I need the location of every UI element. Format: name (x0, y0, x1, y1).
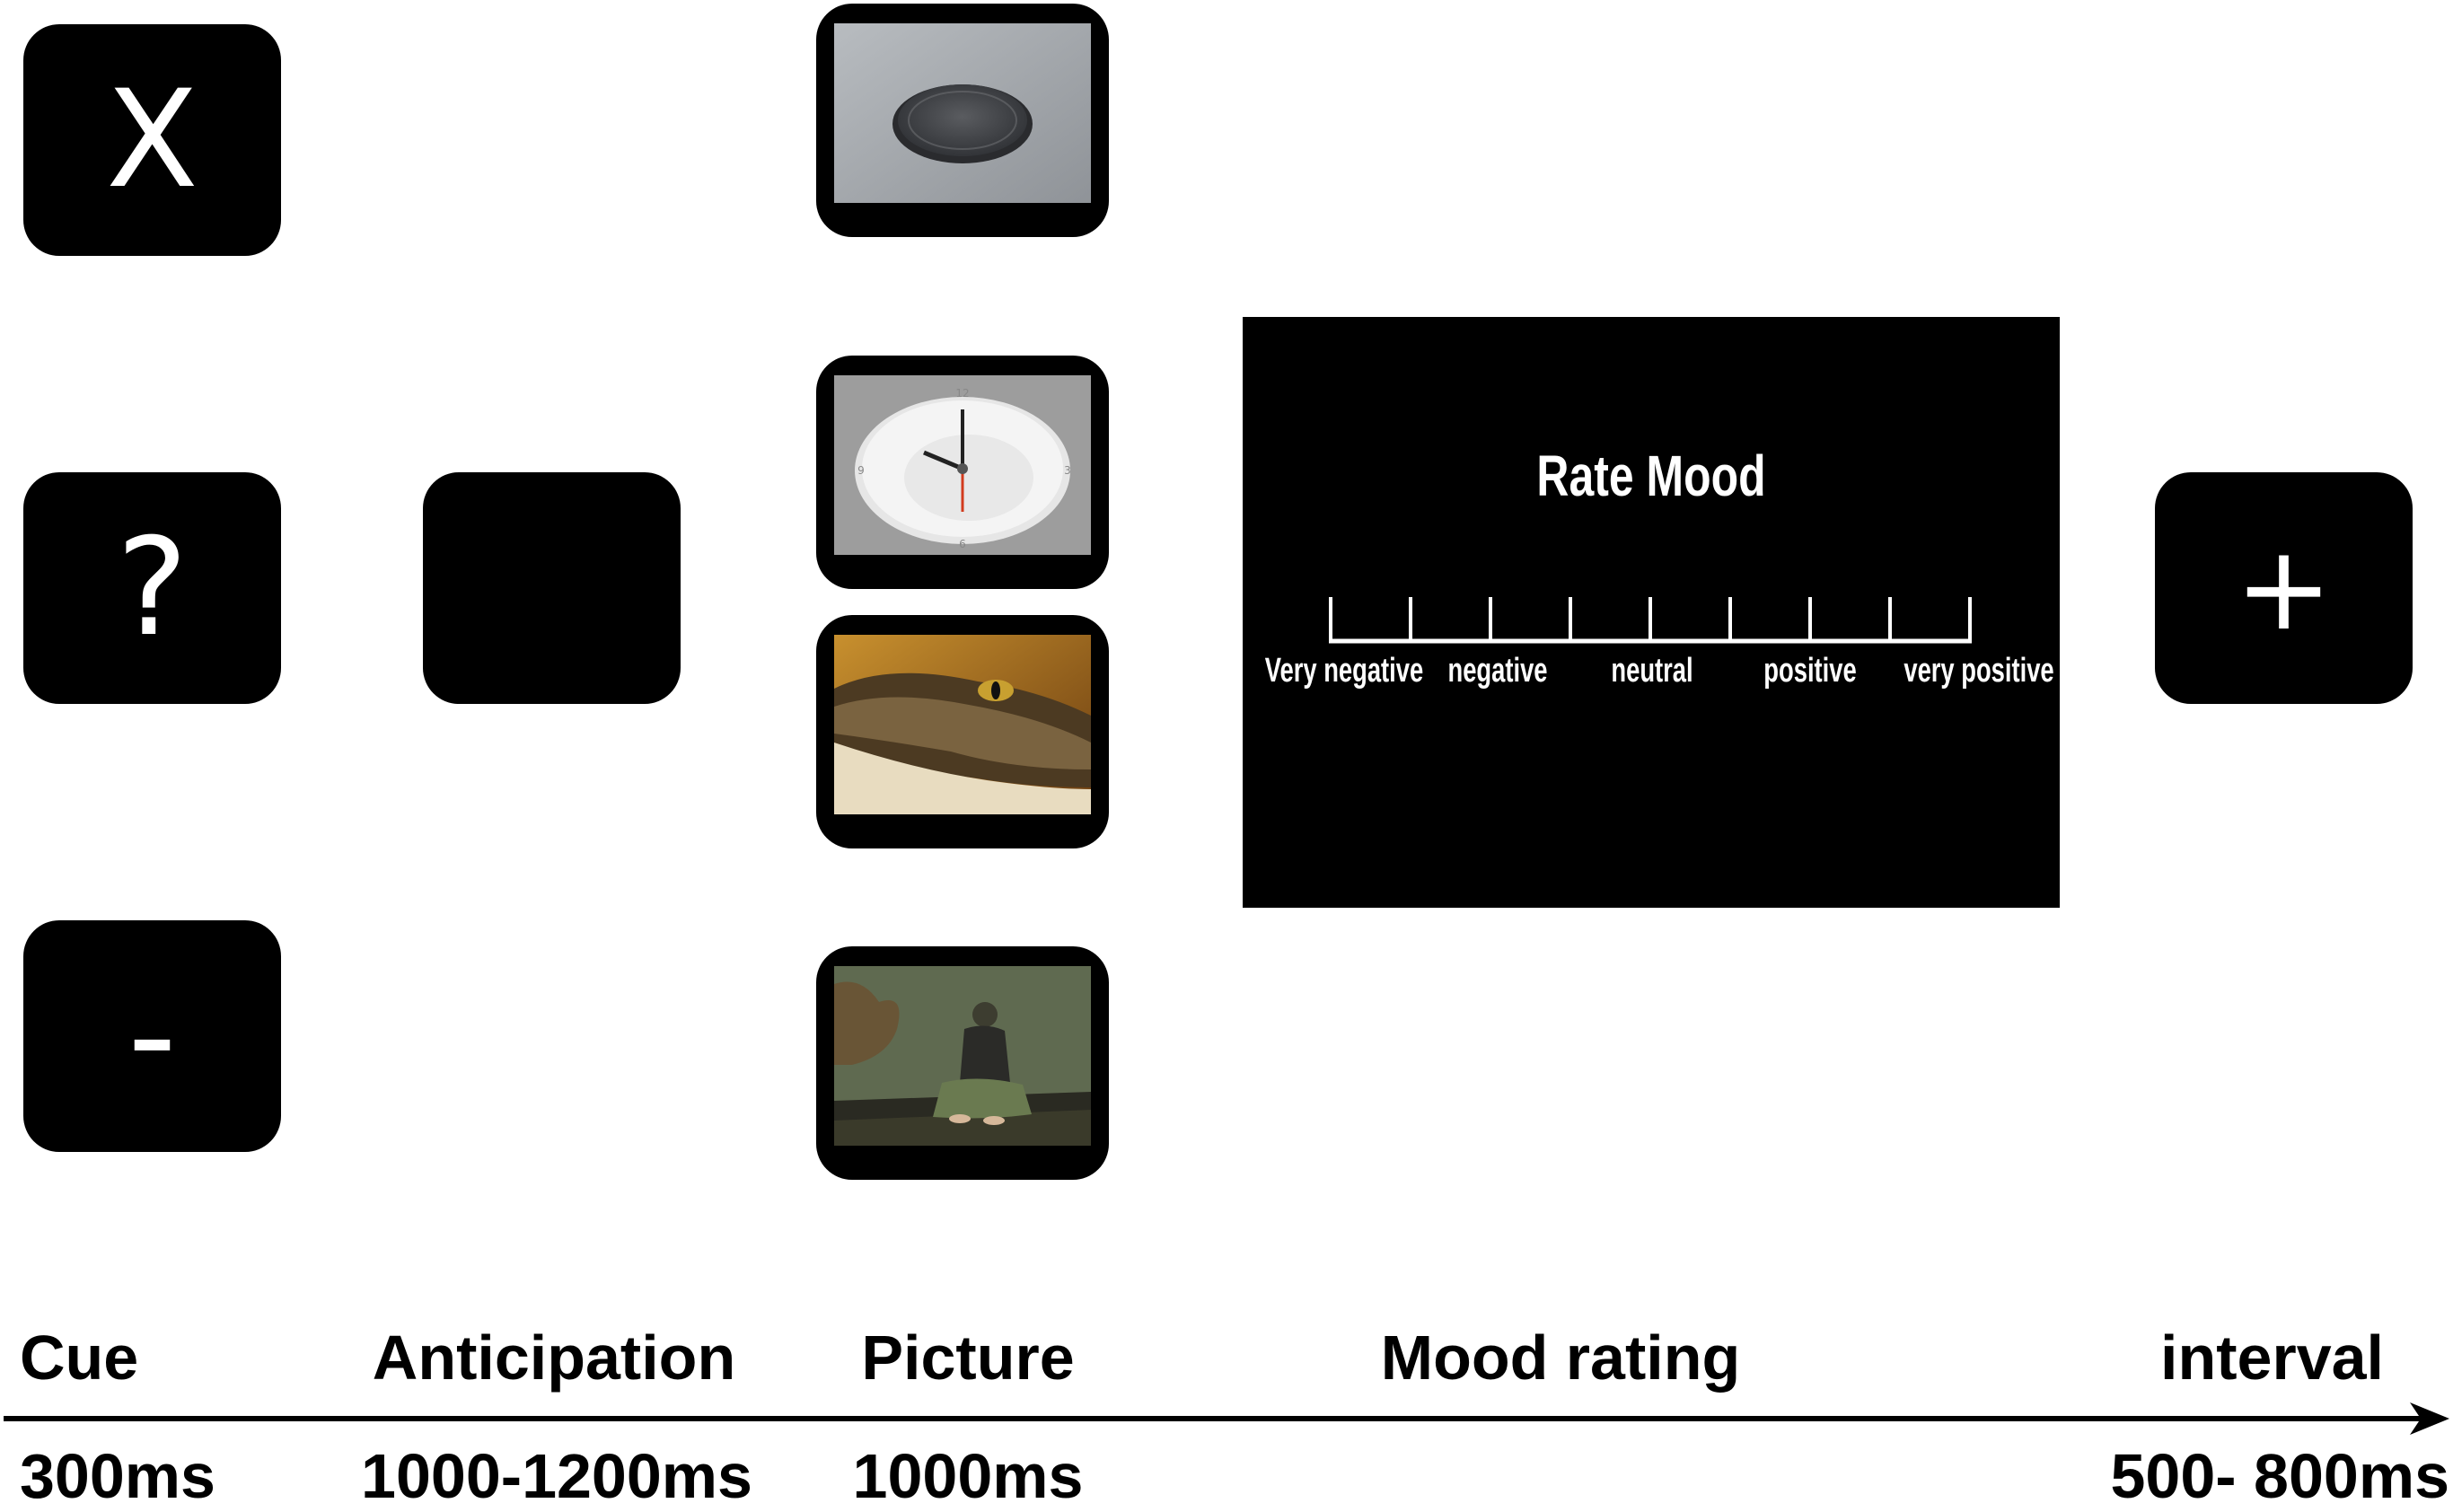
phase-label-cue: Cue (20, 1323, 139, 1393)
svg-text:9: 9 (857, 464, 865, 477)
scale-label-very-positive: very positive (1903, 652, 2054, 690)
scale-label-neutral: neutral (1611, 652, 1693, 690)
manhole-cover-photo-icon (834, 23, 1091, 203)
phase-label-anticipation: Anticipation (372, 1323, 736, 1393)
svg-text:6: 6 (959, 538, 966, 550)
mood-rating-screen: Rate Mood Very negative negative neutral… (1243, 317, 2060, 908)
time-label-picture: 1000ms (852, 1441, 1084, 1511)
picture-screen-sad-person (816, 946, 1109, 1180)
mood-rating-title: Rate Mood (1536, 444, 1766, 508)
sad-person-photo-icon (834, 966, 1091, 1146)
crocodile-photo-icon (834, 635, 1091, 814)
phase-label-picture: Picture (861, 1323, 1075, 1393)
cue-screen-minus: - (23, 920, 281, 1152)
svg-text:12: 12 (955, 387, 969, 400)
cue-x-symbol: X (106, 62, 198, 218)
interval-fixation-screen: + (2155, 472, 2413, 704)
fixation-cross-symbol: + (2235, 520, 2333, 656)
scale-label-very-negative: Very negative (1264, 652, 1424, 690)
mood-rating-scale (1329, 597, 1972, 644)
clock-photo-icon: 12 3 6 9 (834, 375, 1091, 555)
phase-label-interval: interval (2160, 1323, 2384, 1393)
picture-screen-manhole (816, 4, 1109, 237)
phase-label-mood-rating: Mood rating (1380, 1323, 1741, 1393)
time-label-cue: 300ms (20, 1441, 215, 1511)
cue-minus-symbol: - (127, 958, 177, 1114)
time-label-interval: 500- 800ms (2110, 1441, 2449, 1511)
scale-label-negative: negative (1447, 652, 1548, 690)
time-label-anticipation: 1000-1200ms (361, 1441, 752, 1511)
picture-screen-clock: 12 3 6 9 (816, 356, 1109, 589)
svg-text:3: 3 (1064, 464, 1071, 477)
cue-screen-question: ? (23, 472, 281, 704)
cue-screen-x: X (23, 24, 281, 256)
timeline-arrow (4, 1402, 2449, 1435)
picture-screen-crocodile (816, 615, 1109, 848)
anticipation-blank-screen (423, 472, 681, 704)
cue-question-symbol: ? (116, 510, 189, 666)
scale-label-positive: positive (1763, 652, 1857, 690)
